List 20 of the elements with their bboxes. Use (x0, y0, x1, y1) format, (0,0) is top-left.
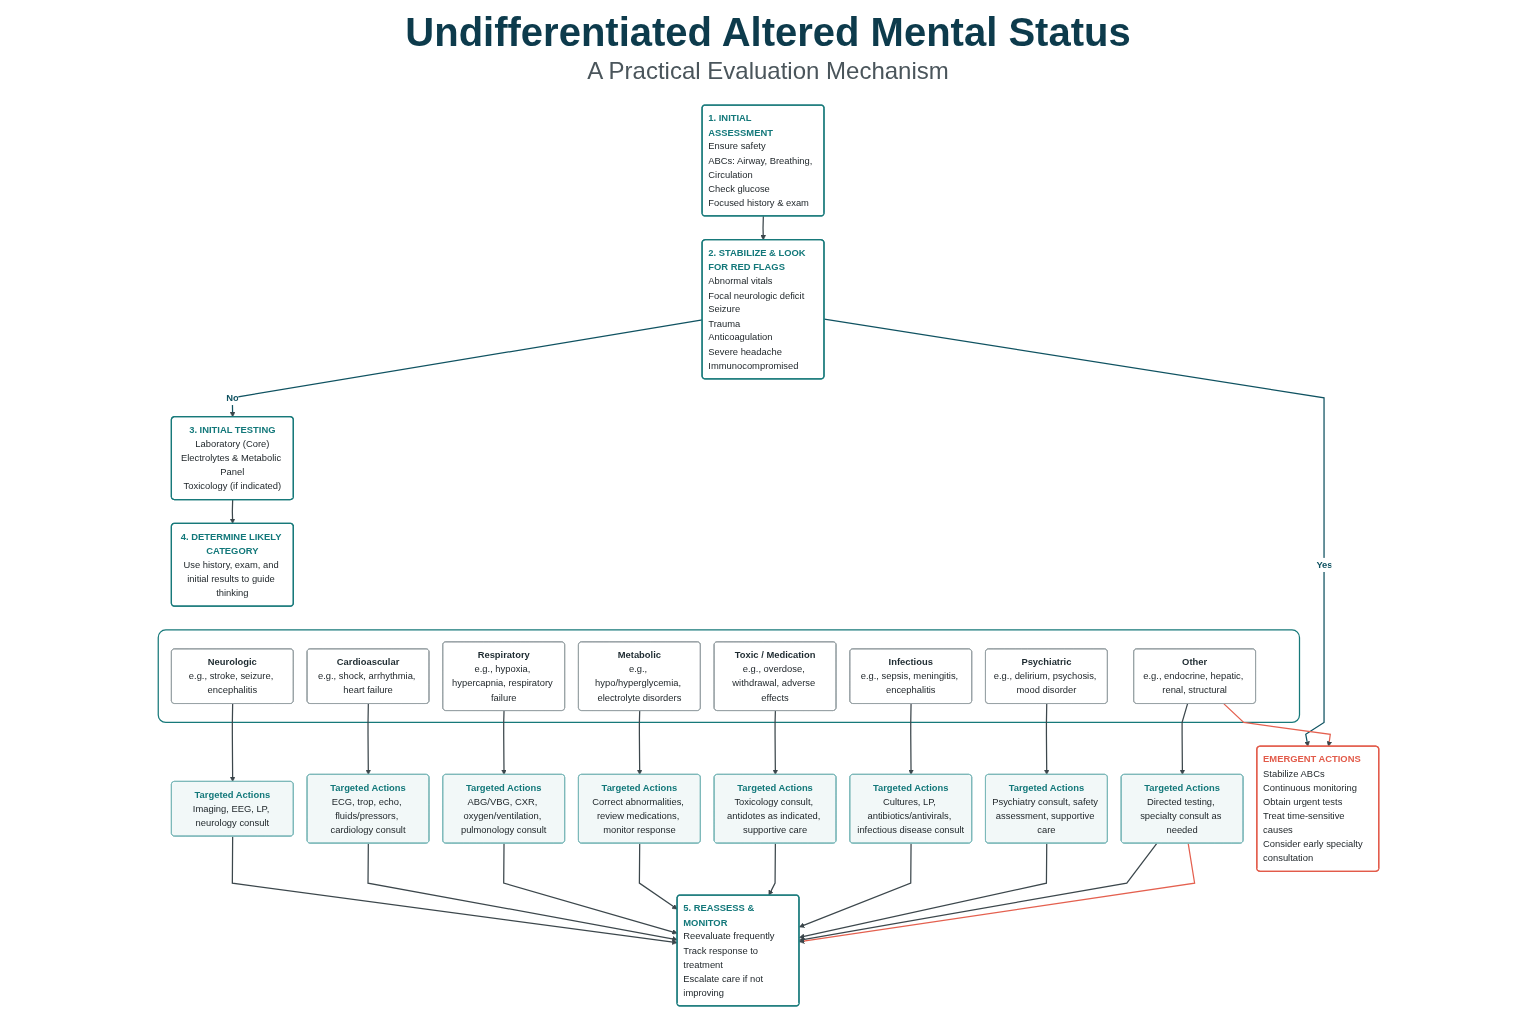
arrow (768, 842, 776, 896)
arrow (1222, 703, 1332, 747)
edge-label: Yes (1315, 558, 1333, 570)
arrow (500, 710, 507, 775)
diagram-title: Undifferentiated Altered Mental Status (405, 9, 1131, 55)
subtitle: A Practical Evaluation Mechanism (587, 57, 949, 85)
arrow (823, 318, 1325, 747)
arrow (759, 215, 766, 241)
arrow (772, 710, 778, 775)
arrow (1043, 703, 1049, 775)
arrow (1179, 703, 1188, 775)
arrow (365, 703, 371, 775)
arrow (798, 842, 912, 928)
arrow (229, 499, 235, 524)
cluster (157, 629, 1300, 724)
arrow (636, 710, 642, 775)
arrow (229, 703, 235, 782)
arrow (798, 842, 1047, 940)
edge-label: No (225, 392, 239, 403)
arrow (907, 703, 914, 775)
